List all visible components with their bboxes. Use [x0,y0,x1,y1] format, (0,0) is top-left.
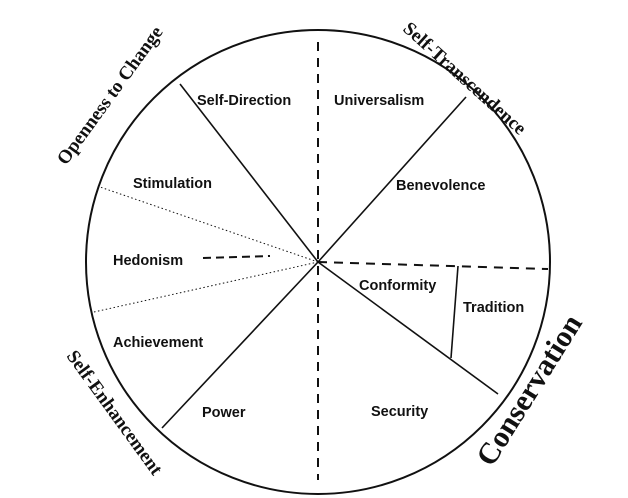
label-achievement: Achievement [113,335,203,351]
label-power: Power [202,405,246,421]
label-self-transcendence: Self-Transcendence [399,18,530,139]
label-openness-to-change: Openness to Change [53,23,167,169]
label-universalism: Universalism [334,93,424,109]
label-self-enhancement: Self-Enhancement [62,347,167,480]
label-security: Security [371,404,428,420]
label-conformity: Conformity [359,278,436,294]
label-stimulation: Stimulation [133,176,212,192]
label-hedonism: Hedonism [113,253,183,269]
divider-conformity-security [317,261,499,395]
conservation-dashed-divider [317,261,549,270]
dotted-hedonism-achievement [93,261,319,313]
hedonism-dashed-pointer [202,255,271,259]
divider-selfdirection-stimulation [179,83,319,263]
divider-universalism-benevolence [317,96,467,263]
outer-circle [85,29,551,495]
label-self-direction: Self-Direction [197,93,291,109]
label-tradition: Tradition [463,300,524,316]
dotted-stimulation-hedonism [99,186,319,263]
label-benevolence: Benevolence [396,178,485,194]
divider-achievement-power [161,261,319,429]
tradition-bracket [450,265,459,359]
label-conservation: Conservation [470,308,589,471]
